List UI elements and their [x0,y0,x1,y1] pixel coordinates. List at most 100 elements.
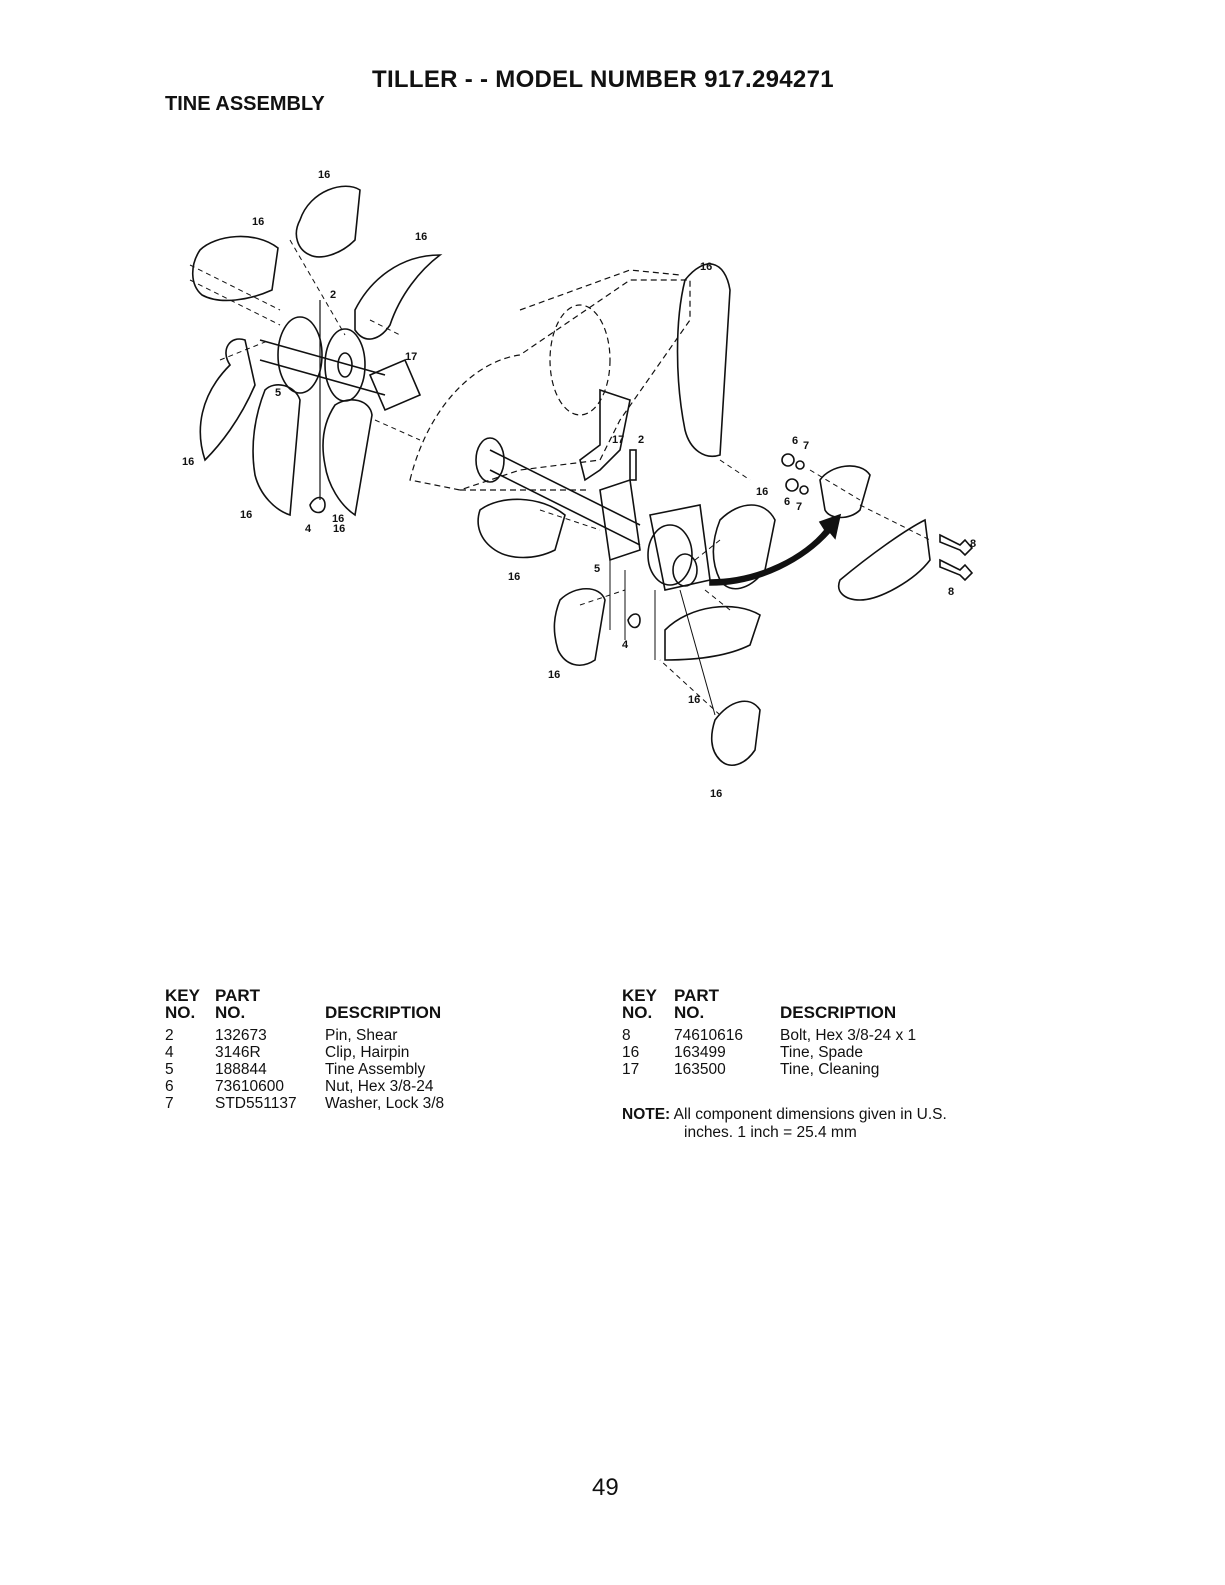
tiller-housing [409,269,691,491]
tine-blade [199,338,256,462]
callout-label: 7 [796,501,802,513]
callout-label: 2 [330,289,336,301]
tine-blade [354,254,443,340]
callout-label: 5 [594,563,600,575]
hex-nut [781,453,795,467]
col-header-key: NO. [165,1003,196,1022]
part-no: 188844 [215,1061,267,1078]
callout-label: 2 [638,434,644,446]
left-tine-cluster [189,185,443,517]
table-row: 4 3146R Clip, Hairpin [165,1044,444,1061]
tine-blade [477,498,566,559]
table-row: 17 163500 Tine, Cleaning [622,1061,916,1078]
callout-label: 7 [803,440,809,452]
part-description: Tine, Cleaning [780,1061,880,1078]
callout-label: 16 [318,169,330,181]
cleaning-tine [579,388,631,482]
callout-label: 8 [970,538,976,550]
part-description: Bolt, Hex 3/8-24 x 1 [780,1027,917,1044]
tine-blade [838,518,931,601]
part-description: Clip, Hairpin [325,1044,410,1061]
tine-blade [191,235,279,302]
part-description: Tine Assembly [325,1061,426,1078]
tine-hub [277,316,323,394]
tine-blade [322,399,373,517]
part-no: 132673 [215,1027,267,1044]
callout-label: 16 [252,216,264,228]
key-no: 5 [165,1061,174,1078]
shaft-end [475,437,505,483]
hex-bolt [939,533,974,557]
col-header-description: DESCRIPTION [780,1003,897,1022]
callout-label: 16 [508,571,520,583]
col-header-part: NO. [674,1003,705,1022]
table-row: 8 74610616 Bolt, Hex 3/8-24 x 1 [622,1027,916,1044]
parts-table-right: KEY PART NO. NO. DESCRIPTION 8 74610616 … [622,987,916,1078]
tine-blade [252,384,301,517]
key-no: 7 [165,1095,174,1112]
part-no: 74610616 [674,1027,743,1044]
part-no: 73610600 [215,1078,284,1095]
tine-hub [647,524,693,586]
hub-plate [649,504,711,591]
key-no: 8 [622,1027,631,1044]
table-row: 7 STD551137 Washer, Lock 3/8 [165,1095,444,1112]
col-header-key: NO. [622,1003,653,1022]
col-header-key: KEY [165,986,200,1005]
tine-bracket [819,465,871,519]
shear-pin [629,449,637,481]
hairpin-clip [309,496,326,514]
key-no: 6 [165,1078,174,1095]
key-no: 17 [622,1061,640,1078]
part-description: Tine, Spade [780,1044,864,1061]
callout-label: 16 [332,513,344,525]
note-text: inches. 1 inch = 25.4 mm [684,1124,857,1141]
table-row: 16 163499 Tine, Spade [622,1044,916,1061]
hub-plate [599,478,641,562]
table-row: 2 132673 Pin, Shear [165,1027,444,1044]
tine-assembly-diagram: 16 16 16 16 16 16 16 16 16 16 16 16 2 17… [182,169,976,800]
callout-label: 6 [792,435,798,447]
part-no: 3146R [215,1044,261,1061]
col-header-part: PART [674,986,720,1005]
assembly-arrow [709,513,842,586]
callout-label: 16 [240,509,252,521]
tine-shaft [489,449,641,526]
tine-blade [710,700,761,766]
part-description: Nut, Hex 3/8-24 [325,1078,434,1095]
callout-label: 4 [305,523,312,535]
tine-blade [676,263,731,457]
hairpin-clip [627,613,641,629]
dimension-note: NOTE: All component dimensions given in … [622,1106,947,1142]
part-no: 163500 [674,1061,726,1078]
callout-label: 16 [756,486,768,498]
col-header-key: KEY [622,986,657,1005]
col-header-part: PART [215,986,261,1005]
part-no: 163499 [674,1044,726,1061]
part-description: Washer, Lock 3/8 [325,1095,445,1112]
part-no: STD551137 [215,1095,297,1112]
cleaning-tine [368,358,422,412]
parts-table-left: KEY PART NO. NO. DESCRIPTION 2 132673 Pi… [165,987,444,1112]
key-no: 2 [165,1027,174,1044]
callout-label: 4 [622,639,629,651]
tine-blade [553,587,606,666]
key-no: 16 [622,1044,640,1061]
col-header-part: NO. [215,1003,246,1022]
callout-label: 16 [548,669,560,681]
callout-label: 16 [333,523,345,535]
lock-washer [799,485,809,495]
hex-nut [785,478,799,492]
part-description: Pin, Shear [325,1027,398,1044]
callout-label: 16 [415,231,427,243]
callout-label: 8 [948,586,954,598]
callout-label: 5 [275,387,281,399]
lock-washer [795,460,805,470]
section-title: TINE ASSEMBLY [165,93,325,115]
note-label: NOTE: [622,1106,671,1123]
col-header-description: DESCRIPTION [325,1003,442,1022]
tine-blade [295,185,361,258]
callout-label: 17 [405,351,417,363]
hub-bore [672,553,698,587]
tine-blade [712,504,776,590]
